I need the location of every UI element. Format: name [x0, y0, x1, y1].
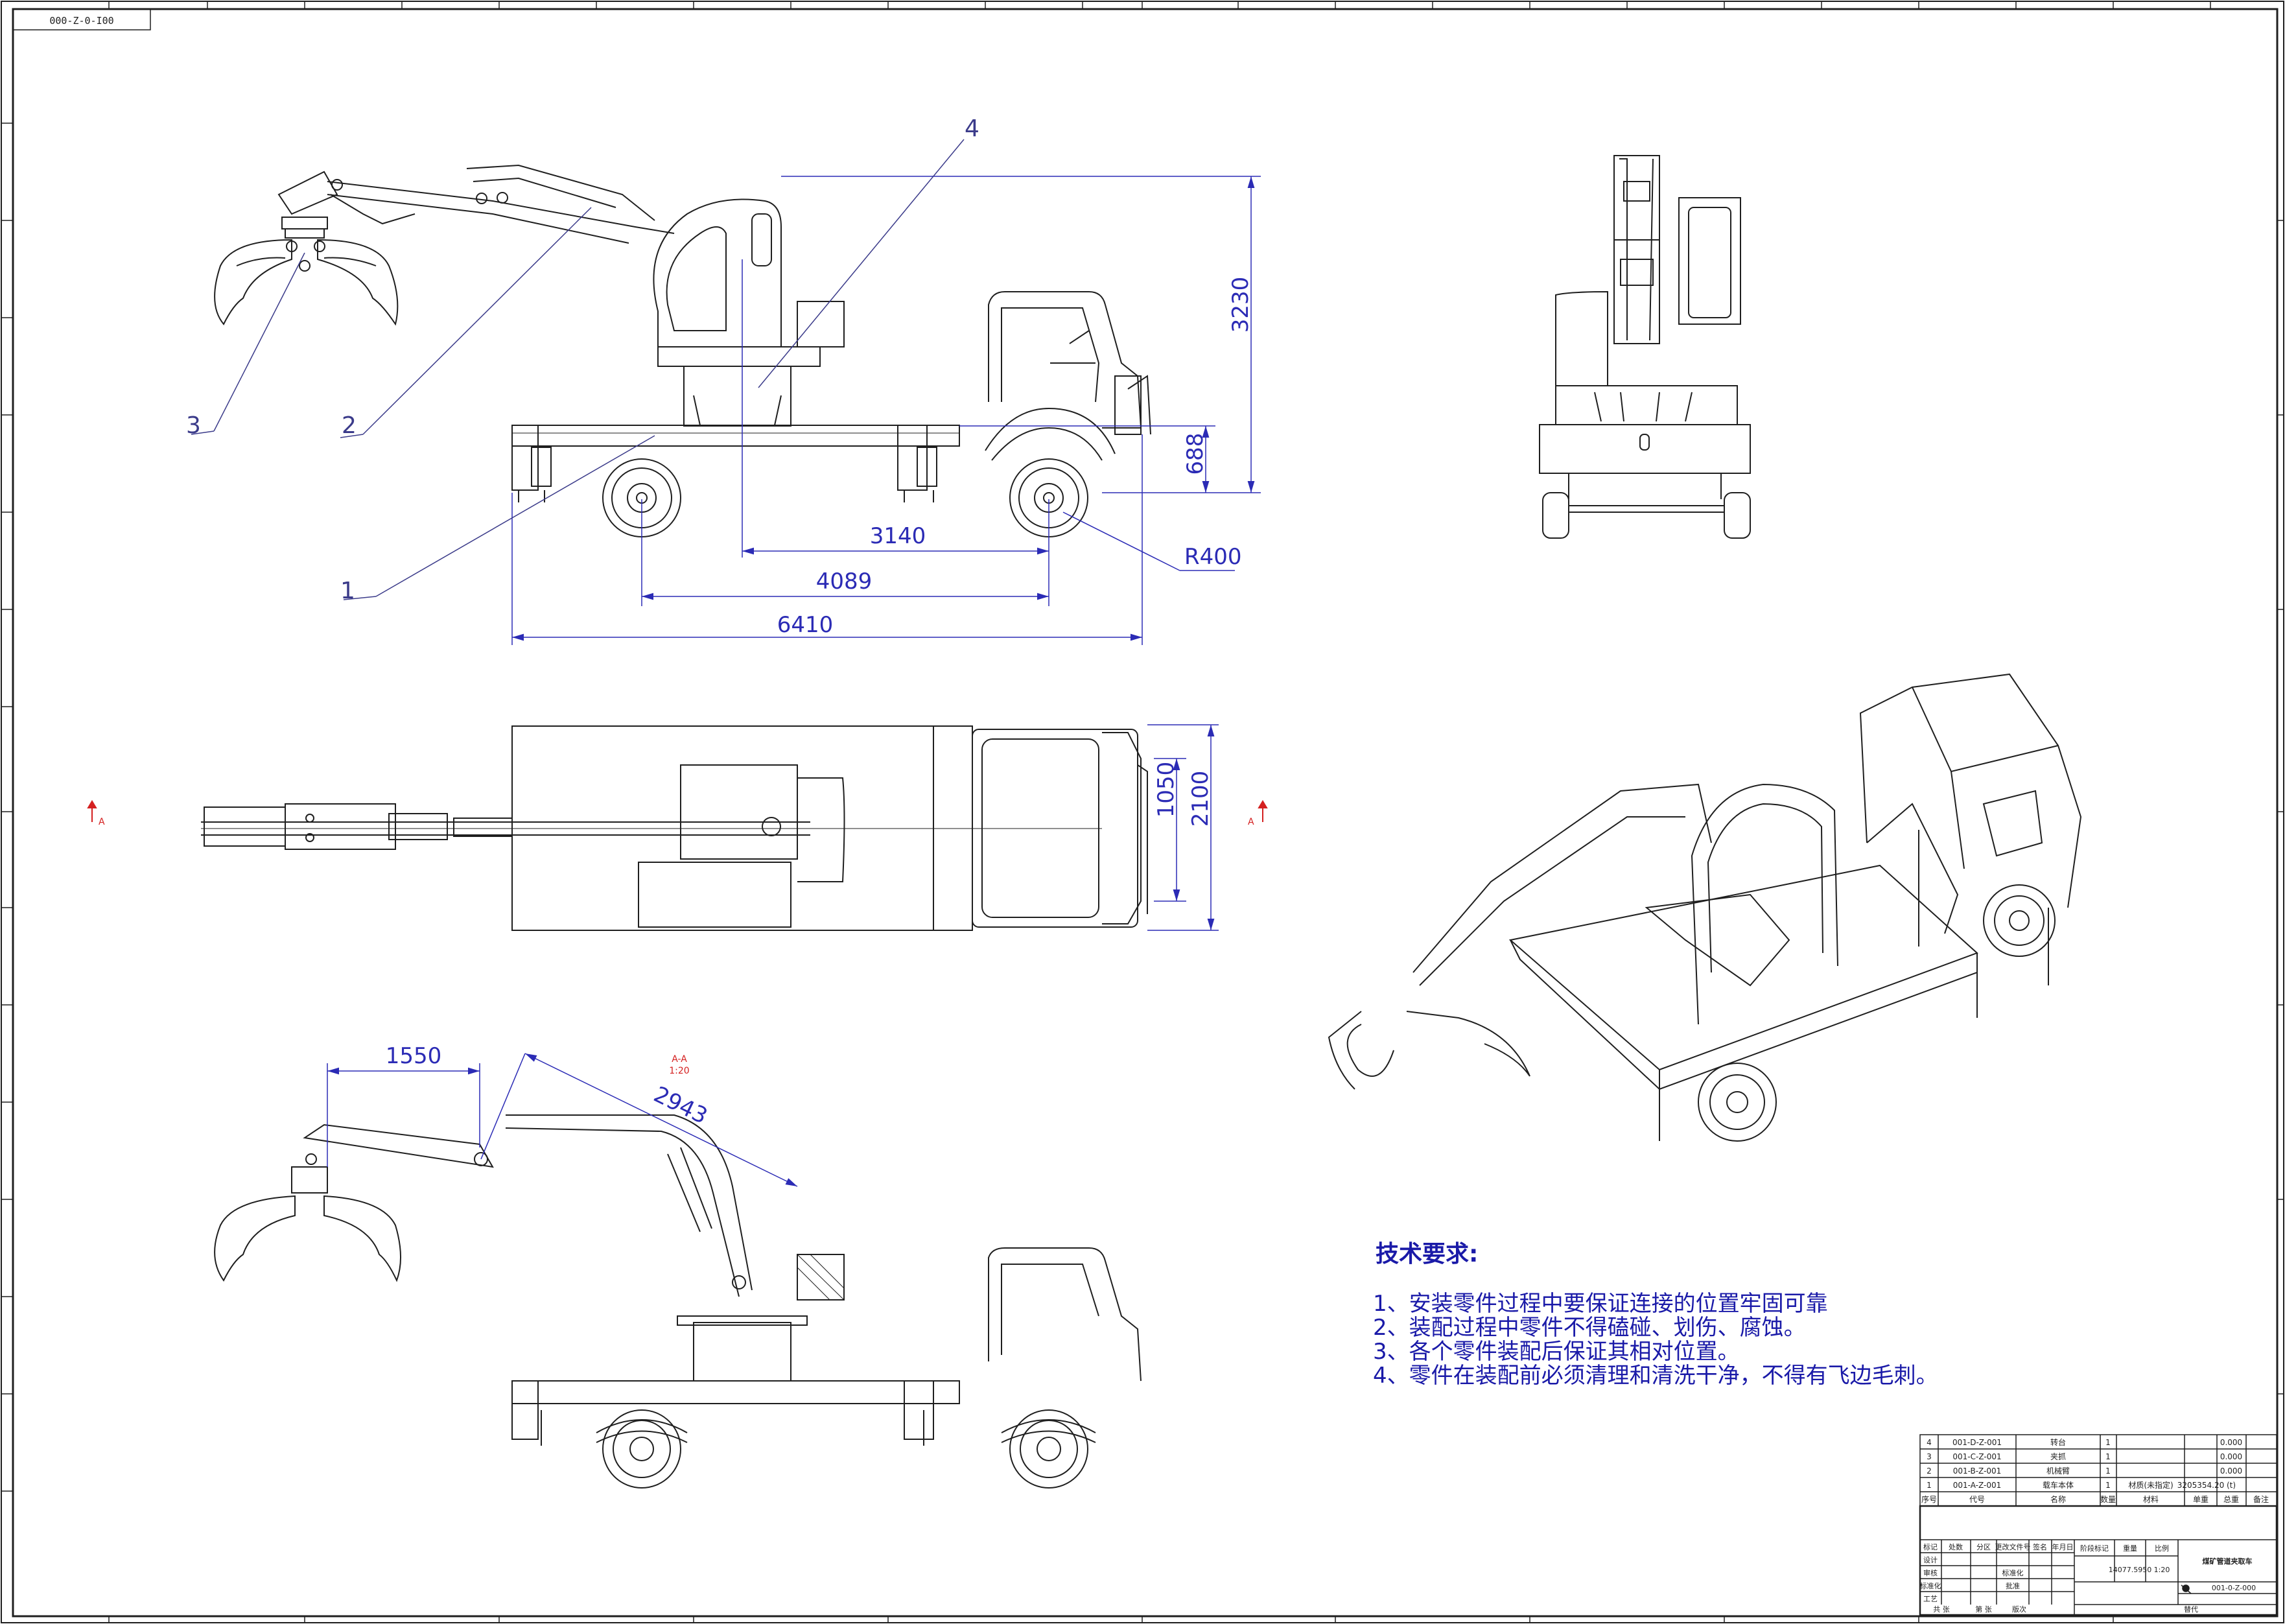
tech-requirement-item: 4、零件在装配前必须清理和清洗干净，不得有飞边毛刺。	[1373, 1363, 1938, 1389]
bom-name: 载车本体	[2043, 1480, 2074, 1490]
tb-row-standard: 标准化	[1920, 1581, 1941, 1590]
dim-overall-length: 6410	[777, 612, 834, 638]
dim-arm-length: 2943	[650, 1081, 711, 1129]
tb-stage: 阶段标记	[2080, 1544, 2109, 1553]
bom-qty: 1	[2105, 1438, 2111, 1447]
dim-wheelbase: 4089	[816, 569, 873, 594]
bom-qty: 1	[2105, 1481, 2111, 1490]
plan-view-dimension-text: 1050 2100	[1153, 762, 1213, 827]
bom-header-qty: 数量	[2100, 1494, 2116, 1504]
bom-qty: 1	[2105, 1452, 2111, 1461]
dim-overall-width: 2100	[1188, 771, 1213, 827]
tech-requirement-item: 2、装配过程中零件不得磕碰、划伤、腐蚀。	[1373, 1315, 1806, 1341]
tb-mid-approve: 批准	[2006, 1581, 2020, 1590]
dim-overall-height: 3230	[1228, 277, 1254, 333]
bom-code: 001-D-Z-001	[1952, 1438, 2002, 1447]
bom-no: 4	[1927, 1438, 1932, 1447]
tb-label-sign: 签名	[2033, 1542, 2047, 1551]
tb-mid-standard: 标准化	[2002, 1568, 2024, 1577]
bom-code: 001-B-Z-001	[1953, 1466, 2002, 1476]
tb-scale-label: 比例	[2155, 1544, 2169, 1553]
bom-name: 机械臂	[2046, 1466, 2070, 1476]
bom-no: 2	[1927, 1466, 1932, 1476]
dim-wheel-radius: R400	[1184, 544, 1242, 570]
section-markers	[87, 800, 1268, 822]
bom-no: 3	[1927, 1452, 1932, 1461]
tb-sheet-total: 共 张	[1933, 1605, 1950, 1614]
tb-label-date: 年月日	[2052, 1542, 2074, 1551]
tb-label-count: 处数	[1949, 1543, 1963, 1551]
section-label: A-A	[672, 1054, 687, 1065]
bom-code: 001-C-Z-001	[1952, 1452, 2001, 1461]
plan-view-dimensions	[1147, 724, 1219, 931]
bom-weight: 0.000	[2220, 1466, 2242, 1476]
drawing-code-tab: 000-Z-0-I00	[49, 15, 113, 27]
tech-requirements-title: 技术要求:	[1376, 1241, 1479, 1267]
side-elevation-view	[214, 164, 1151, 537]
tb-replace: 替代	[2184, 1605, 2198, 1614]
plan-view	[201, 725, 1148, 931]
balloon-2: 2	[342, 412, 357, 439]
bom-weight: 0.000	[2220, 1438, 2242, 1447]
tb-weight-value: 14077.5950	[2109, 1566, 2151, 1574]
tb-scale-value: 1:20	[2154, 1566, 2170, 1574]
bom-weight: 3205354.20	[2177, 1481, 2225, 1490]
title-block-text: 标记 处数 分区 更改文件号 签名 年月日 设计 审核 标准化 工艺 标准化 批…	[1920, 1542, 2256, 1614]
tb-label-mark: 标记	[1923, 1542, 1938, 1551]
tech-requirement-item: 3、各个零件装配后保证其相对位置。	[1373, 1339, 1740, 1365]
tb-title: 煤矿管道夹取车	[2203, 1557, 2253, 1566]
balloon-numbers: 1 2 3 4	[186, 115, 979, 604]
section-marker-right: A	[1248, 817, 1254, 827]
bom-header-total-weight: 总重	[2223, 1495, 2239, 1504]
section-view-dimensions	[327, 1053, 798, 1187]
tech-requirement-item: 1、安装零件过程中要保证连接的位置牢固可靠	[1373, 1291, 1828, 1317]
dim-track-width: 1050	[1153, 762, 1179, 818]
section-marker-letters: A A	[99, 817, 1254, 827]
section-scale: 1:20	[669, 1066, 689, 1076]
part-balloons	[191, 139, 965, 600]
bom-weight: 0.000	[2220, 1452, 2242, 1461]
bom-header-material: 材料	[2143, 1495, 2159, 1504]
bom-name: 转台	[2050, 1437, 2066, 1447]
dim-arm-horizontal: 1550	[386, 1043, 442, 1069]
side-view-dimension-text: 3230 688 3140 4089 6410 R400	[777, 277, 1254, 638]
section-title: A-A 1:20	[669, 1054, 689, 1076]
tb-drawing-no: 001-0-Z-000	[2212, 1584, 2256, 1592]
bom-header-remark: 备注	[2253, 1494, 2269, 1504]
tb-sheet-number: 第 张	[1975, 1605, 1992, 1614]
section-view	[214, 1114, 1142, 1489]
side-view-dimensions	[511, 176, 1261, 645]
tb-label-zone: 分区	[1976, 1543, 1991, 1551]
title-block	[1919, 1505, 2278, 1616]
bom-extra-unit: (t)	[2227, 1481, 2236, 1490]
tb-weight-label: 重量	[2123, 1544, 2137, 1553]
bom-code: 001-A-Z-001	[1953, 1481, 2002, 1490]
bom-rows: 4 001-D-Z-001 转台 1 0.000 3 001-C-Z-001 夹…	[1921, 1437, 2269, 1504]
balloon-3: 3	[186, 412, 201, 439]
tb-version: 版次	[2012, 1605, 2026, 1614]
balloon-1: 1	[340, 578, 355, 604]
tb-row-design: 设计	[1923, 1556, 1938, 1564]
bom-table	[1919, 1434, 2277, 1507]
bom-header-name: 名称	[2050, 1494, 2066, 1504]
tb-row-process: 工艺	[1923, 1595, 1938, 1603]
isometric-view	[1328, 673, 2082, 1142]
bom-material: 材质(未指定)	[2128, 1480, 2173, 1490]
bom-qty: 1	[2105, 1466, 2111, 1476]
bom-header-no: 序号	[1921, 1494, 1937, 1504]
bom-no: 1	[1927, 1481, 1932, 1490]
dim-chassis-height: 688	[1182, 433, 1208, 475]
section-marker-left: A	[99, 817, 105, 827]
tb-row-review: 审核	[1923, 1568, 1938, 1577]
bom-header-code: 代号	[1969, 1495, 1985, 1504]
end-elevation-view	[1539, 155, 1751, 539]
section-view-dimension-text: 1550 2943	[386, 1043, 712, 1129]
balloon-4: 4	[965, 115, 979, 142]
bom-name: 夹抓	[2050, 1452, 2066, 1461]
tb-label-change-doc: 更改文件号	[1995, 1542, 2031, 1551]
bom-header-unit-weight: 单重	[2193, 1495, 2209, 1504]
dim-slew-to-axle: 3140	[870, 523, 926, 549]
